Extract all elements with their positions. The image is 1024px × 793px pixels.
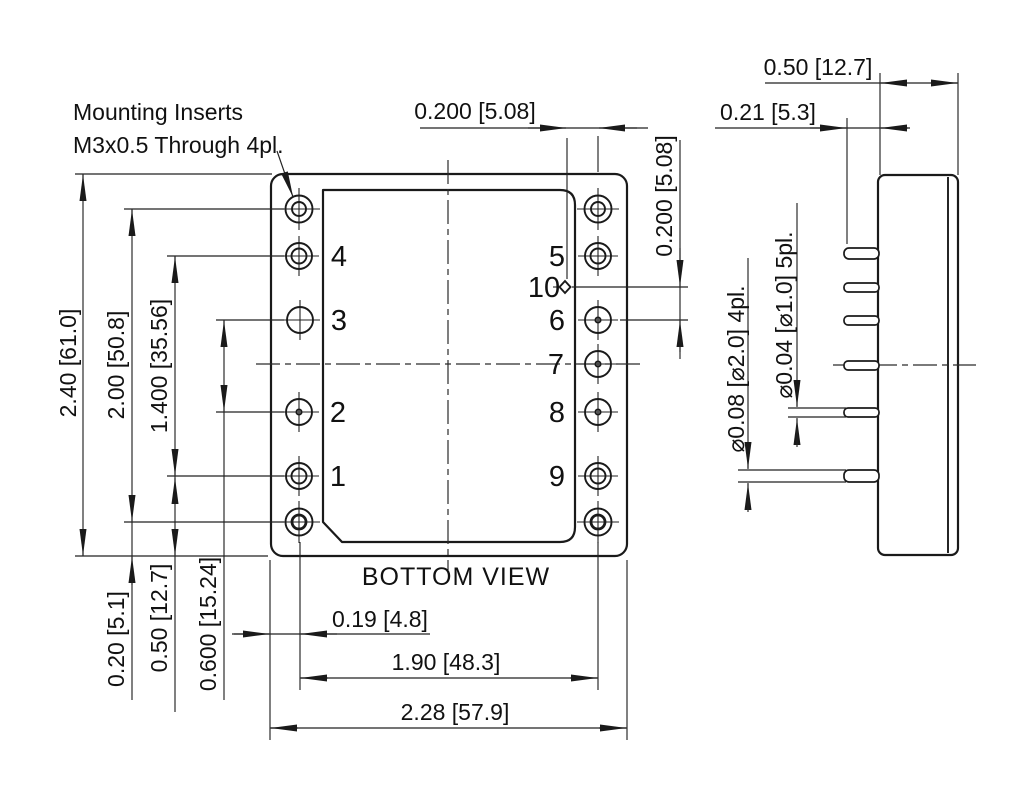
pin-7 [578,344,618,384]
dim-pin-col-span: 1.90 [48.3] [392,649,501,675]
dim-mount-hole-span: 2.00 [50.8] [103,311,129,420]
dim-pin-dia-large: ⌀0.08 [⌀2.0] 4pl. [723,285,749,452]
dim-pin-dia-small: ⌀0.04 [⌀1.0] 5pl. [771,231,797,398]
mounting-note: Mounting Inserts M3x0.5 Through 4pl. [73,99,294,198]
pin-10 [553,279,572,295]
dim-pin3-to-pin2: 0.600 [15.24] [195,557,221,691]
pin-6 [578,300,618,340]
pin-8 [578,392,618,432]
dim-pin10-offset-y: 0.200 [5.08] [651,135,677,257]
dim-pin10-offset-x: 0.200 [5.08] [414,98,536,124]
dim-pin-standoff: 0.21 [5.3] [720,99,816,125]
pin-label-6: 6 [549,305,565,337]
mounting-note-line1: Mounting Inserts [73,99,243,125]
module-body-outline [321,188,577,544]
pin-2 [279,392,319,432]
pin-3 [280,300,320,340]
side-view-dimensions: 0.50 [12.7] 0.21 [5.3] ⌀0.08 [⌀2.0] 4pl.… [715,54,959,512]
dim-module-thickness: 0.50 [12.7] [764,54,873,80]
pin-9 [578,456,618,496]
pin-5 [578,236,618,276]
dim-edge-to-pin1: 0.50 [12.7] [146,564,172,673]
leader-line [276,150,294,198]
side-pin-row6 [843,469,880,483]
bottom-view-dimensions: 2.40 [61.0] 2.00 [50.8] 0.20 [5.1] 1.400… [55,98,688,740]
side-view [833,173,976,557]
mounting-hole-bottom-right [577,501,619,543]
mounting-note-line2: M3x0.5 Through 4pl. [73,132,284,158]
side-pin-row5 [843,407,880,418]
side-pin-row1 [843,247,880,260]
pin-label-4: 4 [331,241,347,273]
side-pin-row3 [843,315,880,326]
pin-label-9: 9 [549,461,565,493]
pin-label-3: 3 [331,305,347,337]
mounting-hole-top-left [278,188,320,230]
module-outline [269,172,629,558]
dim-body-width: 2.28 [57.9] [401,699,510,725]
pin-label-10: 10 [528,272,560,304]
side-pin-row2 [843,282,880,293]
pin-label-2: 2 [330,397,346,429]
pin-label-5: 5 [549,241,565,273]
pin-1 [279,456,319,496]
bottom-view: 4 3 2 1 5 10 6 7 8 9 [256,160,642,570]
pin-label-7: 7 [548,349,564,381]
pin-label-1: 1 [330,461,346,493]
dim-edge-to-mount: 0.20 [5.1] [103,591,129,687]
view-label: BOTTOM VIEW [362,563,550,591]
dim-edge-to-pin-col: 0.19 [4.8] [332,606,428,632]
side-pin-row4 [843,360,880,371]
pin-label-8: 8 [549,397,565,429]
pin-4 [279,236,319,276]
mounting-hole-top-right [577,188,619,230]
dim-body-height: 2.40 [61.0] [55,309,81,418]
mounting-hole-bottom-left [278,501,320,543]
dim-pin-row-span: 1.400 [35.56] [146,299,172,433]
